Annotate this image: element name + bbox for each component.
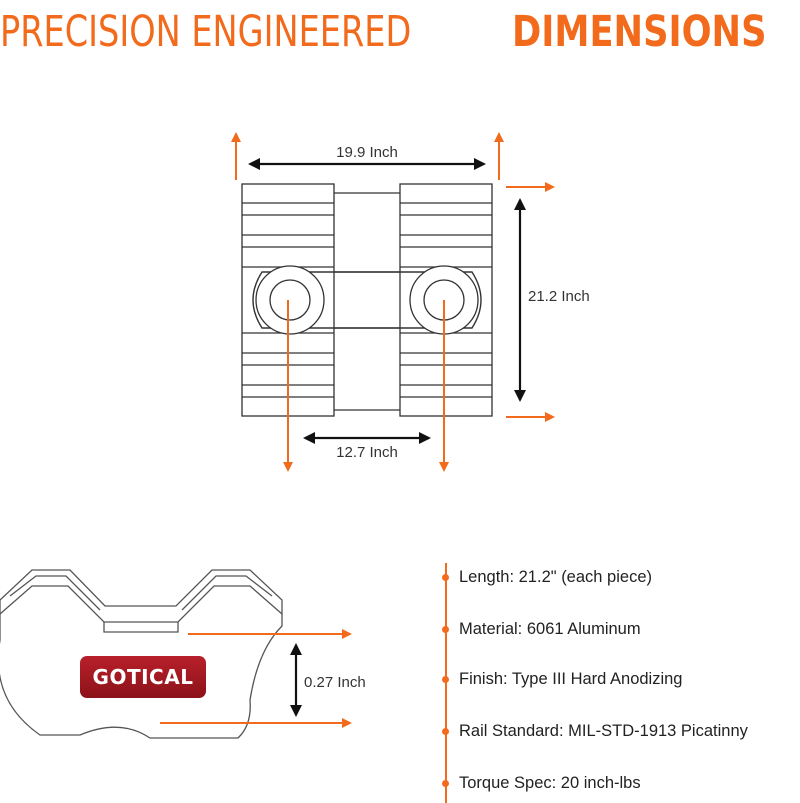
spec-text: Finish: Type III Hard Anodizing [459, 669, 683, 688]
spec-text: Torque Spec: 20 inch-lbs [459, 773, 641, 792]
brand-logo: GOTICAL [80, 656, 206, 698]
spec-item-finish: Finish: Type III Hard Anodizing [442, 666, 682, 692]
title-bold: DIMENSIONS [512, 7, 767, 57]
page-title: PRECISION ENGINEERED DIMENSIONS [0, 0, 800, 64]
bullet-dot-icon [442, 727, 449, 735]
hole-spacing-label: 12.7 Inch [336, 444, 398, 461]
width-label: 19.9 Inch [336, 144, 398, 161]
spec-item-length: Length: 21.2" (each piece) [442, 564, 652, 590]
spec-list: Length: 21.2" (each piece) Material: 606… [442, 560, 800, 803]
title-light: PRECISION ENGINEERED [0, 7, 412, 57]
bullet-dot-icon [442, 573, 449, 581]
spec-text: Rail Standard: MIL-STD-1913 Picatinny [459, 721, 748, 740]
bullet-dot-icon [442, 625, 449, 633]
spec-text: Length: 21.2" (each piece) [459, 567, 652, 586]
spec-item-material: Material: 6061 Aluminum [442, 616, 641, 642]
spec-item-torque: Torque Spec: 20 inch-lbs [442, 770, 641, 796]
bullet-dot-icon [442, 675, 449, 683]
brand-logo-text: GOTICAL [92, 665, 194, 689]
spec-timeline-line [445, 563, 447, 803]
spec-text: Material: 6061 Aluminum [459, 619, 641, 638]
bullet-dot-icon [442, 779, 449, 787]
spec-item-rail-standard: Rail Standard: MIL-STD-1913 Picatinny [442, 718, 748, 744]
rail-side-profile [0, 569, 283, 739]
height-label: 21.2 Inch [528, 288, 590, 305]
thickness-label: 0.27 Inch [304, 674, 366, 691]
bolt-hole-left [255, 265, 325, 335]
